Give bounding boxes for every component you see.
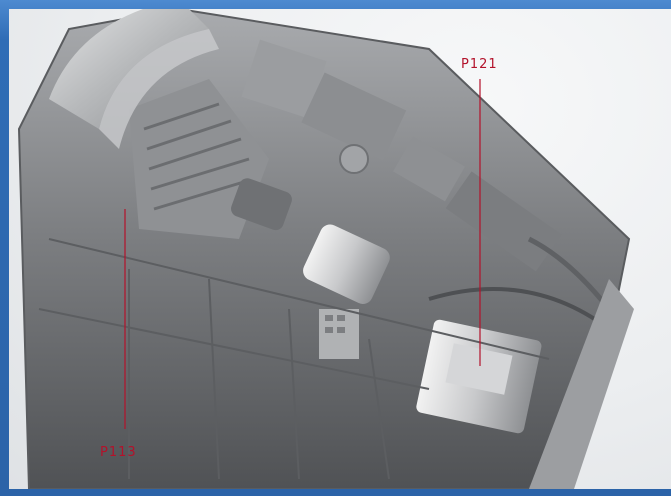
small-connector	[319, 309, 359, 359]
lower-ribs	[38, 238, 550, 480]
callout-label-p113: P113	[100, 445, 137, 460]
end-flange	[529, 279, 634, 489]
chrome-connector	[416, 319, 542, 434]
engine-illustration	[17, 9, 634, 489]
product-photo: P121 P113	[9, 9, 671, 489]
front-ring	[49, 9, 219, 149]
ribbed-housing	[129, 79, 269, 239]
top-components	[241, 39, 611, 331]
callout-label-p121: P121	[461, 57, 498, 72]
chrome-cylinder	[231, 178, 390, 304]
